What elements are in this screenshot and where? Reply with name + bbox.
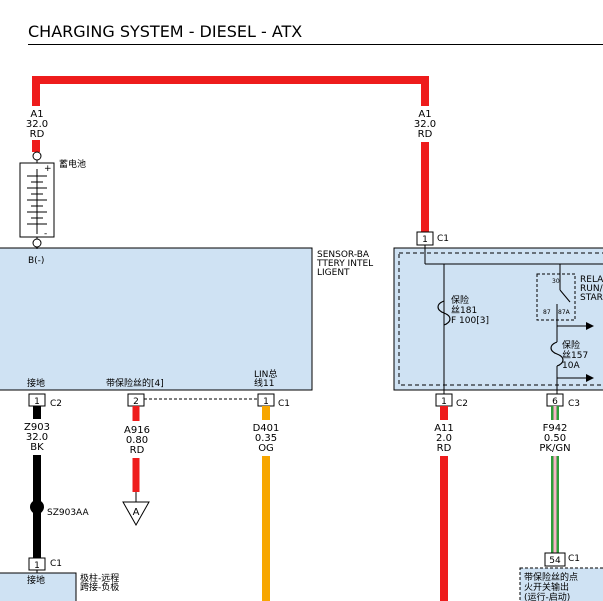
relay-switch-contact	[559, 289, 571, 303]
connector-c1-box-pin-number: 1	[422, 235, 428, 245]
relay-arrow-2	[586, 374, 594, 382]
sensor-pin-fused-label: 带保险丝的[4]	[106, 377, 164, 389]
connector-c2-ground-name: C2	[50, 399, 62, 409]
connector-a916-pin-number: 2	[133, 397, 139, 407]
connector-c1-bottom-pin[interactable]	[544, 552, 566, 567]
relay-label-line-1: RELA	[580, 275, 603, 285]
wire-a1-top-loop[interactable]	[32, 76, 429, 106]
battery-plus-sign: +	[44, 164, 52, 174]
fuse-157-line-2: 丝157	[562, 349, 588, 361]
wire-d401-color: OG	[258, 443, 274, 454]
wire-z903-gauge: 32.0	[26, 432, 48, 443]
page-title: CHARGING SYSTEM - DIESEL - ATX	[28, 22, 303, 41]
sensor-name-line-1: SENSOR-BA	[317, 250, 370, 260]
bottom-box-line-1: 带保险丝的点	[524, 571, 578, 583]
relay-label-line-2: RUN/	[580, 284, 603, 294]
connector-c1-lin-pin-number: 1	[263, 397, 269, 407]
splice-sz903aa-dot[interactable]	[30, 500, 44, 514]
fuse-157-line-3: 10A	[562, 361, 580, 371]
battery-label: 蓄电池	[59, 158, 86, 170]
fuse-181-line-3: F 100[3]	[451, 316, 489, 326]
splice-sz903aa-label: SZ903AA	[47, 508, 89, 518]
bottom-box-line-2: 火开关输出	[524, 581, 569, 593]
connector-c2-box-name: C2	[456, 399, 468, 409]
relay-arrow-1	[586, 322, 594, 330]
bottom-box-line-3: (运行-启动)	[524, 591, 570, 601]
connector-c1-ground-name: C1	[50, 559, 62, 569]
connector-c1-lin-name: C1	[278, 399, 290, 409]
wire-a1-left-gauge: 32.0	[26, 119, 48, 130]
relay-pin-30: 30	[552, 278, 560, 285]
connector-c1-box-name: C1	[437, 234, 449, 244]
fuse-box-inner-dashed	[398, 252, 603, 386]
fuse-box[interactable]	[393, 247, 603, 391]
wire-a1-right-color: RD	[418, 129, 433, 140]
battery-minus-sign: -	[44, 229, 47, 239]
sensor-pin-lin-label-2: 线11	[254, 377, 274, 389]
wire-f942-color: PK/GN	[539, 443, 570, 454]
wire-z903-color: BK	[30, 442, 44, 453]
battery-symbol[interactable]	[19, 151, 55, 249]
fuse-157-line-1: 保险	[562, 339, 580, 351]
ground-box-label: 接地	[27, 574, 45, 586]
connector-c3-box-pin-number: 6	[552, 397, 558, 407]
wire-a1-left-color: RD	[30, 129, 45, 140]
relay-pin-87: 87	[543, 309, 551, 316]
title-underline	[28, 44, 603, 45]
sensor-b-minus-label: B(-)	[28, 256, 44, 266]
reference-a-triangle[interactable]	[122, 501, 150, 527]
sensor-battery-module-box[interactable]	[0, 247, 313, 391]
sensor-name-line-2: TTERY INTEL	[316, 259, 373, 269]
wire-a916-circuit: A916	[124, 425, 150, 436]
wire-a11-circuit: A11	[434, 423, 454, 434]
relay-dashed-box[interactable]	[536, 273, 576, 321]
wire-a1-left-circuit: A1	[30, 109, 43, 120]
wire-a916-gauge: 0.80	[126, 435, 148, 446]
wire-f942-gauge: 0.50	[544, 433, 566, 444]
wire-z903-circuit: Z903	[24, 422, 50, 433]
fuse-181-line-1: 保险	[451, 294, 469, 306]
bottom-right-box[interactable]	[519, 567, 603, 601]
sensor-pin-lin-label-1: LIN总	[254, 368, 277, 380]
wire-f942-circuit: F942	[543, 423, 568, 434]
connector-c2-box-pin-number: 1	[441, 397, 447, 407]
connector-c2-ground-pin-number: 1	[34, 397, 40, 407]
reference-a-label: A	[133, 507, 140, 518]
sensor-name-line-3: LIGENT	[317, 268, 350, 278]
ground-box-side-line-2: 跨接-负极	[80, 581, 119, 593]
wire-d401-circuit: D401	[253, 423, 280, 434]
fuse-181-line-2: 丝181	[451, 304, 477, 316]
fuse-181-symbol[interactable]	[437, 300, 451, 326]
connector-c3-box-name: C3	[568, 399, 580, 409]
connector-c1-ground-pin-number: 1	[34, 561, 40, 571]
wire-a11-color: RD	[437, 443, 452, 454]
relay-pin-87a: 87A	[558, 309, 571, 316]
wire-d401-gauge: 0.35	[255, 433, 277, 444]
ground-box-side-line-1: 极柱-远程	[80, 572, 119, 584]
fuse-157-symbol[interactable]	[550, 341, 564, 367]
wire-a916-color: RD	[130, 445, 145, 456]
sensor-pin-ground-label: 接地	[27, 377, 45, 389]
wire-a1-right-gauge: 32.0	[414, 119, 436, 130]
connector-c1-bottom-pin-number: 54	[549, 556, 561, 566]
connector-c1-bottom-name: C1	[568, 554, 580, 564]
wire-a11-gauge: 2.0	[436, 433, 452, 444]
wire-a1-right-circuit: A1	[418, 109, 431, 120]
relay-label-line-3: STAR	[580, 293, 603, 303]
